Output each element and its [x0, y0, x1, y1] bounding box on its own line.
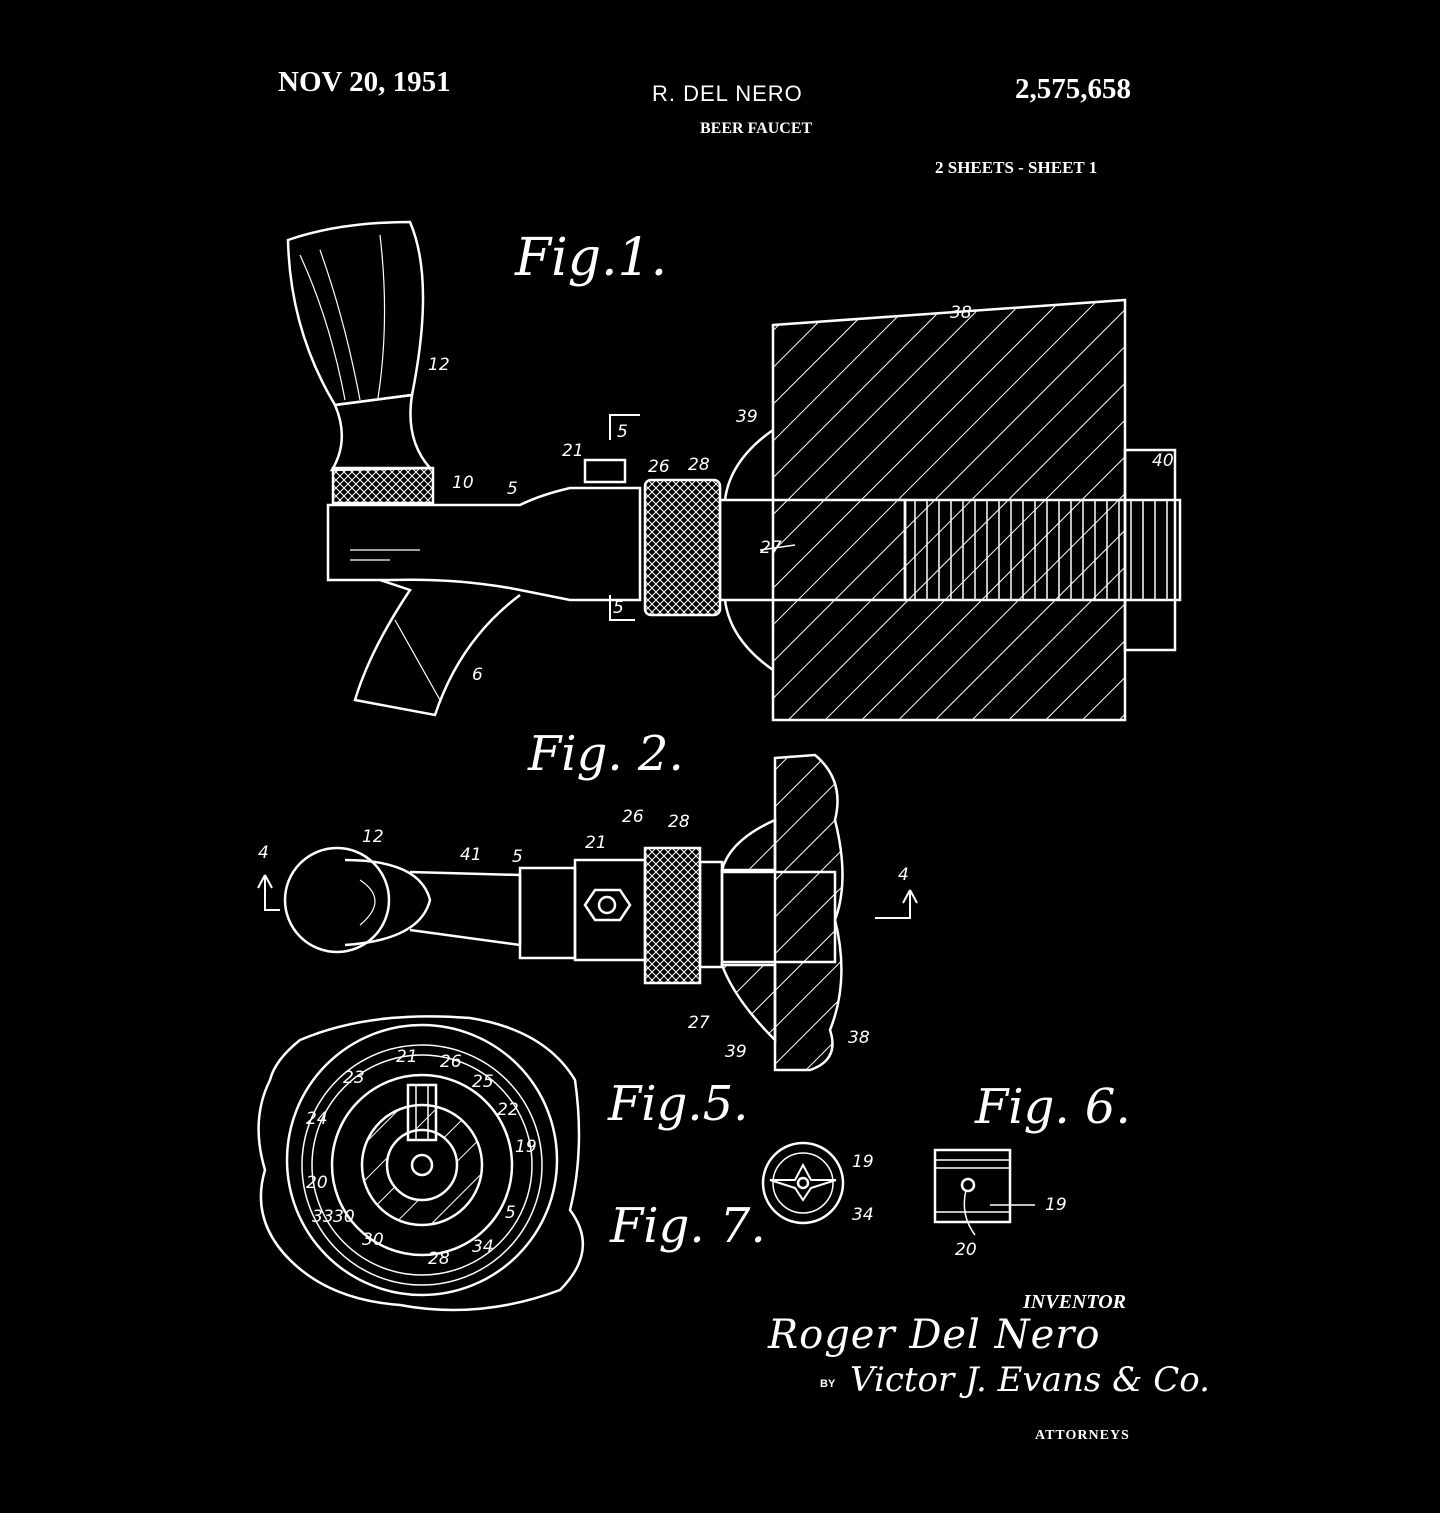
- patent-title: BEER FAUCET: [700, 120, 813, 137]
- fig5-label-33: 33: [312, 1207, 334, 1227]
- fig6-title: Fig. 6.: [974, 1079, 1131, 1135]
- fig1-labels: 12 10 5 21 26 28 39 38 40 27 6 5 5: [428, 303, 1174, 685]
- fig1-label-27: 27: [760, 538, 782, 558]
- fig1-label-40: 40: [1152, 451, 1174, 471]
- fig1-coupling-nut: [643, 478, 722, 617]
- attorneys-label: ATTORNEYS: [1035, 1428, 1130, 1443]
- fig5-label-25: 25: [472, 1072, 494, 1092]
- by-label: BY: [820, 1378, 836, 1390]
- fig5-title: Fig.5.: [607, 1076, 748, 1132]
- fig5-label-26: 26: [440, 1052, 462, 1072]
- fig2-coupling-nut: [643, 846, 702, 985]
- fig5-outer-outline: [257, 1015, 585, 1312]
- fig2-label-4-right: 4: [898, 865, 909, 885]
- fig6-label-20: 20: [955, 1240, 977, 1260]
- fig2-label-38: 38: [848, 1028, 870, 1048]
- fig7-title: Fig. 7.: [609, 1198, 766, 1254]
- inventor-label: INVENTOR: [1023, 1291, 1126, 1313]
- fig1-label-26: 26: [648, 457, 670, 477]
- fig1-label-39: 39: [736, 407, 758, 427]
- fig2-label-39: 39: [725, 1042, 747, 1062]
- fig1-title: Fig.1.: [514, 228, 667, 288]
- fig7-label-34: 34: [852, 1205, 874, 1225]
- fig6-block: [933, 1148, 1012, 1224]
- fig7-disc: [761, 1141, 845, 1225]
- figure-1: [286, 220, 1182, 722]
- fig2-wall-section: [773, 753, 844, 1072]
- figure-5: [257, 1015, 585, 1312]
- fig2-label-28: 28: [668, 812, 690, 832]
- fig1-label-5: 5: [507, 479, 518, 499]
- fig5-label-21: 21: [396, 1047, 418, 1067]
- fig1-section-5-top: 5: [617, 422, 628, 442]
- fig2-label-4-left: 4: [258, 843, 269, 863]
- figure-6: [933, 1148, 1035, 1236]
- fig2-hex-nut: [583, 888, 632, 922]
- fig2-label-26: 26: [622, 807, 644, 827]
- fig1-label-28: 28: [688, 455, 710, 475]
- fig1-label-6: 6: [472, 665, 483, 685]
- fig5-label-22: 22: [497, 1100, 519, 1120]
- fig1-tap-handle: [286, 220, 425, 407]
- fig1-threads: [903, 498, 1182, 602]
- fig1-label-38: 38: [950, 303, 972, 323]
- sheet-count: 2 SHEETS - SHEET 1: [935, 158, 1098, 177]
- figure-7: [761, 1141, 845, 1225]
- fig5-label-30-left: 30: [333, 1207, 355, 1227]
- fig2-label-5: 5: [512, 847, 523, 867]
- fig2-label-27: 27: [688, 1013, 710, 1033]
- fig5-label-20: 20: [306, 1173, 328, 1193]
- attorney-signature: Victor J. Evans & Co.: [850, 1360, 1210, 1400]
- figure-2: [257, 753, 918, 1072]
- fig5-label-23: 23: [343, 1068, 365, 1088]
- fig1-label-10: 10: [452, 473, 474, 493]
- fig1-knurled-collar: [331, 466, 435, 505]
- fig1-label-21: 21: [562, 441, 584, 461]
- fig1-section-5-bottom: 5: [613, 598, 624, 618]
- inventor-signature: Roger Del Nero: [768, 1312, 1101, 1358]
- fig5-label-24: 24: [306, 1109, 328, 1129]
- fig2-label-41: 41: [460, 845, 482, 865]
- fig2-knob: [283, 846, 391, 954]
- patent-number: 2,575,658: [1015, 73, 1131, 105]
- fig6-label-19: 19: [1045, 1195, 1067, 1215]
- fig1-wall-block: [771, 298, 1127, 722]
- fig2-label-12: 12: [362, 827, 384, 847]
- fig5-label-28: 28: [428, 1249, 450, 1269]
- fig1-label-12: 12: [428, 355, 450, 375]
- inventor-name: R. DEL NERO: [652, 81, 803, 106]
- fig1-barrel: [326, 486, 642, 602]
- fig5-labels: 21 26 23 25 24 22 19 20 33 30 30 5 28 34: [306, 1047, 537, 1269]
- fig5-label-19: 19: [515, 1137, 537, 1157]
- fig5-label-30-bottom: 30: [362, 1230, 384, 1250]
- fig1-spout: [353, 578, 521, 717]
- fig2-title: Fig. 2.: [527, 726, 684, 782]
- fig5-label-5: 5: [505, 1203, 516, 1223]
- fig7-label-19: 19: [852, 1152, 874, 1172]
- patent-date: NOV 20, 1951: [278, 66, 451, 98]
- fig2-label-21: 21: [585, 833, 607, 853]
- fig5-set-screw: [406, 1083, 438, 1142]
- fig2-labels: 4 12 41 5 21 26 28 4 27 39 38: [258, 807, 909, 1062]
- fig5-label-34: 34: [472, 1237, 494, 1257]
